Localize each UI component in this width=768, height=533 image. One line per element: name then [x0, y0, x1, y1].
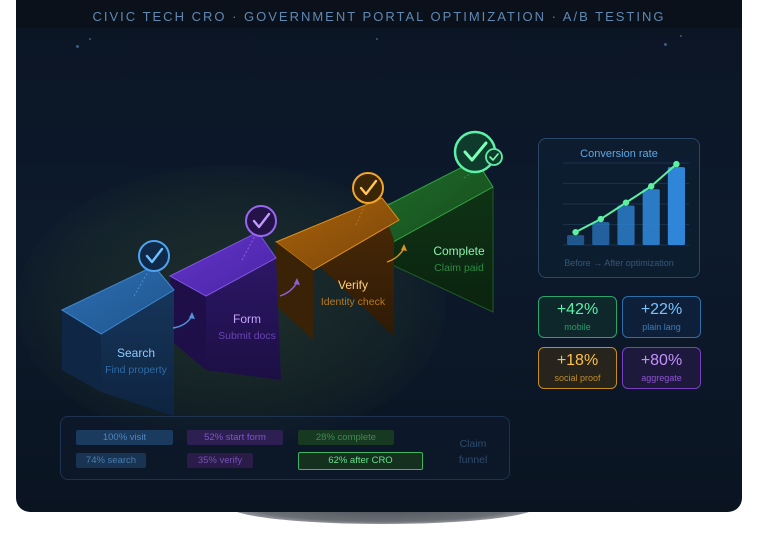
chart-bar: [592, 222, 610, 245]
check-circle-icon: [138, 240, 170, 272]
funnel-chip-search: 74% search: [76, 453, 146, 468]
chart-bar: [567, 235, 585, 245]
kpi-value: +22%: [640, 301, 683, 318]
kpi-value: +80%: [640, 352, 683, 369]
star-dot: [76, 45, 79, 48]
step-sub-form: Submit docs: [218, 330, 276, 342]
page-title: CIVIC TECH CRO · GOVERNMENT PORTAL OPTIM…: [92, 9, 666, 24]
funnel-legend: 100% visit 52% start form 28% complete 7…: [60, 416, 510, 480]
arrow-icon: [172, 312, 195, 329]
step-search-block: [60, 265, 175, 416]
star-dot: [664, 43, 667, 46]
funnel-chip-visit: 100% visit: [76, 430, 173, 445]
kpi-label: social proof: [554, 373, 601, 383]
kpi-label: aggregate: [641, 373, 682, 383]
step-form-block: [168, 231, 281, 380]
kpi-label: plain lang: [642, 322, 681, 332]
check-circle-icon: [453, 130, 503, 174]
kpi-card-plain-lang: +22% plain lang: [622, 296, 701, 338]
arrow-icon: [386, 244, 407, 263]
step-sub-search: Find property: [105, 364, 168, 376]
chart-point: [597, 215, 604, 223]
step-label-search: Search: [117, 346, 155, 360]
chart-bar: [642, 189, 660, 245]
infographic-panel: CIVIC TECH CRO · GOVERNMENT PORTAL OPTIM…: [16, 0, 742, 512]
chart-point: [572, 228, 579, 236]
step-label-verify: Verify: [338, 278, 368, 292]
isometric-staircase: Search Find property Form Submit docs Ve…: [60, 130, 503, 416]
funnel-chip-after-cro: 62% after CRO: [298, 452, 423, 470]
funnel-chip-start-form: 52% start form: [187, 430, 283, 445]
step-label-form: Form: [233, 312, 261, 326]
star-dot: [376, 38, 378, 40]
kpi-card-aggregate: +80% aggregate: [622, 347, 701, 389]
funnel-chip-verify: 35% verify: [187, 453, 253, 468]
chart-point: [622, 199, 630, 206]
kpi-label: mobile: [564, 322, 591, 332]
conversion-chart: [563, 160, 689, 246]
funnel-chip-complete: 28% complete: [298, 430, 394, 445]
chart-title: Conversion rate: [580, 148, 658, 160]
kpi-value: +18%: [556, 352, 599, 369]
kpi-value: +42%: [556, 301, 599, 318]
chart-footer: Before → After optimization: [564, 258, 674, 268]
step-sub-verify: Identity check: [321, 296, 386, 308]
conversion-chart-card: Conversion rate Before → After optimizat…: [538, 138, 700, 278]
funnel-label-line: funnel: [458, 454, 488, 466]
step-label-complete: Complete: [433, 244, 485, 258]
chart-point: [648, 183, 655, 190]
kpi-card-mobile: +42% mobile: [538, 296, 617, 338]
chart-point: [673, 160, 680, 168]
step-verify-block: [275, 197, 400, 340]
funnel-label-line: Claim: [459, 438, 487, 450]
kpi-card-social-proof: +18% social proof: [538, 347, 617, 389]
check-circle-icon: [352, 172, 384, 204]
funnel-label: Claim funnel: [453, 436, 493, 468]
step-sub-complete: Claim paid: [434, 262, 484, 274]
star-dot: [89, 38, 91, 40]
header-bar: [16, 0, 742, 28]
chart-bar: [667, 167, 685, 245]
chart-bar: [617, 205, 635, 245]
arrow-icon: [279, 278, 300, 297]
star-dot: [680, 35, 682, 37]
check-circle-icon: [245, 205, 277, 237]
